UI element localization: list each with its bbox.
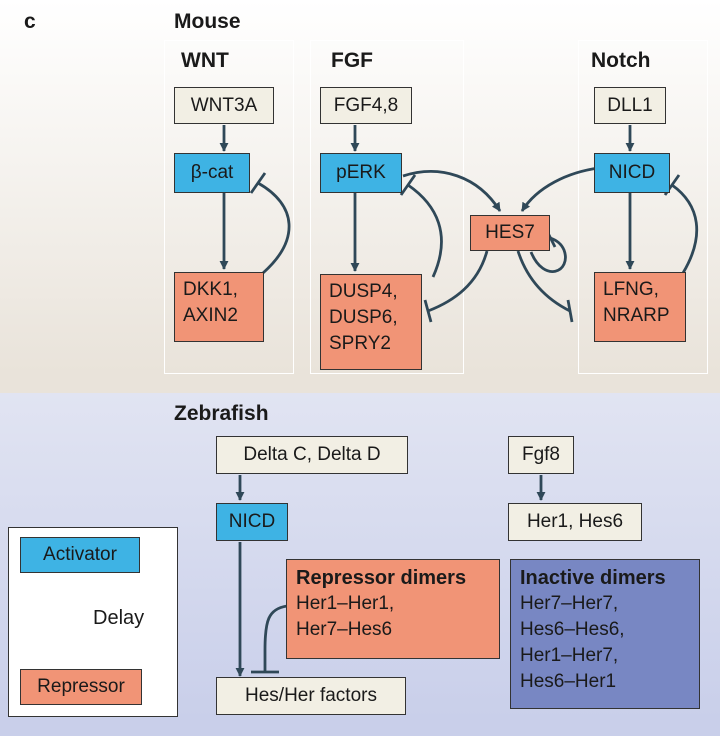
notch-label: Notch — [591, 49, 651, 72]
fgf-label: FGF — [331, 49, 373, 72]
beta-catenin-node: β-cat — [174, 153, 250, 193]
fgf8-node: Fgf8 — [508, 436, 574, 474]
wnt3a-node: WNT3A — [174, 87, 274, 124]
repressor-dimers-box: Repressor dimers Her1–Her1,Her7–Hes6 — [286, 559, 500, 659]
panel-letter: c — [24, 10, 36, 33]
legend-activator-node: Activator — [20, 537, 140, 573]
repressor-dimers-title: Repressor dimers — [296, 567, 467, 589]
wnt-group — [164, 40, 294, 374]
inactive-dimers-box: Inactive dimers Her7–Her7,Hes6–Hes6,Her1… — [510, 559, 700, 709]
legend-repressor-node: Repressor — [20, 669, 142, 705]
legend-delay-label: Delay — [93, 607, 145, 629]
hes-her-factors-node: Hes/Her factors — [216, 677, 406, 715]
lfng-nrarp-node: LFNG,NRARP — [594, 272, 686, 342]
mouse-title: Mouse — [174, 10, 241, 33]
dusp-spry-node: DUSP4,DUSP6,SPRY2 — [320, 274, 422, 370]
zebrafish-title: Zebrafish — [174, 402, 269, 425]
nicd-zebrafish-node: NICD — [216, 503, 288, 541]
perk-node: pERK — [320, 153, 402, 193]
hes7-node: HES7 — [470, 215, 550, 251]
nicd-mouse-node: NICD — [594, 153, 670, 193]
her1-hes6-node: Her1, Hes6 — [508, 503, 642, 541]
inactive-dimers-title: Inactive dimers — [520, 567, 666, 589]
wnt-label: WNT — [181, 49, 229, 72]
delta-node: Delta C, Delta D — [216, 436, 408, 474]
fgf48-node: FGF4,8 — [320, 87, 412, 124]
dll1-node: DLL1 — [594, 87, 666, 124]
dkk1-axin2-node: DKK1,AXIN2 — [174, 272, 264, 342]
